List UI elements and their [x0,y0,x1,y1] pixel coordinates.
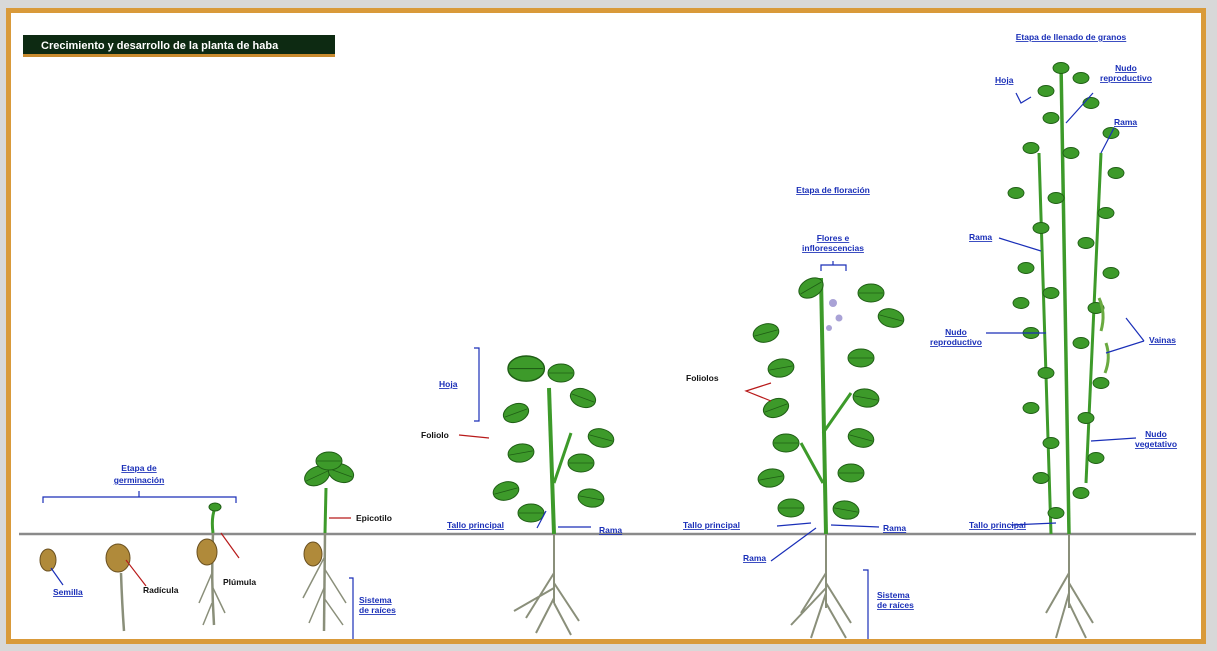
red-leader-lines [126,383,771,586]
plant-growth-diagram: Etapa de germinación Etapa de floración … [11,13,1201,639]
label-sistema-raices-2-line1: Sistema [877,590,910,600]
label-tallo-principal-3: Tallo principal [969,520,1026,530]
label-semilla: Semilla [53,587,83,597]
label-rama-4: Rama [1114,117,1137,127]
vegetative-plant [491,356,616,635]
label-nudo-reproductivo-1-line1: Nudo [1115,63,1137,73]
grain-filling-plant [1008,63,1124,639]
seed-stage-3 [197,503,225,625]
label-sistema-raices-1-line1: Sistema [359,595,392,605]
label-vainas: Vainas [1149,335,1176,345]
label-nudo-reproductivo-2-line2: reproductivo [930,337,982,347]
label-radicula: Radícula [143,585,179,595]
label-flores-line2: inflorescencias [802,243,864,253]
label-nudo-reproductivo-2-line1: Nudo [945,327,967,337]
label-nudo-vegetativo-line2: vegetativo [1135,439,1177,449]
stage-germination-label-line2: germinación [114,475,165,485]
label-plumula: Plúmula [223,577,256,587]
flowering-plant [751,274,906,638]
label-rama-1: Rama [599,525,622,535]
stage-grain-filling-label: Etapa de llenado de granos [1016,32,1127,42]
stage-flowering-label: Etapa de floración [796,185,870,195]
label-nudo-reproductivo-1-line2: reproductivo [1100,73,1152,83]
label-hoja-2: Hoja [995,75,1014,85]
label-rama-5: Rama [969,232,992,242]
label-rama-2: Rama [743,553,766,563]
stage-germination-label-line1: Etapa de [121,463,157,473]
label-foliolo: Foliolo [421,430,449,440]
label-hoja-1: Hoja [439,379,458,389]
label-sistema-raices-1-line2: de raíces [359,605,396,615]
label-tallo-principal-2: Tallo principal [683,520,740,530]
label-epicotilo: Epicotilo [356,513,392,523]
label-rama-3: Rama [883,523,906,533]
label-flores-line1: Flores e [817,233,850,243]
label-sistema-raices-2-line2: de raíces [877,600,914,610]
diagram-frame: Crecimiento y desarrollo de la planta de… [6,8,1206,644]
label-tallo-principal-1: Tallo principal [447,520,504,530]
label-nudo-vegetativo-line1: Nudo [1145,429,1167,439]
label-foliolos: Foliolos [686,373,719,383]
seed-stage-1 [40,549,56,571]
seedling-plant [301,452,356,631]
seed-stage-2 [106,544,130,631]
